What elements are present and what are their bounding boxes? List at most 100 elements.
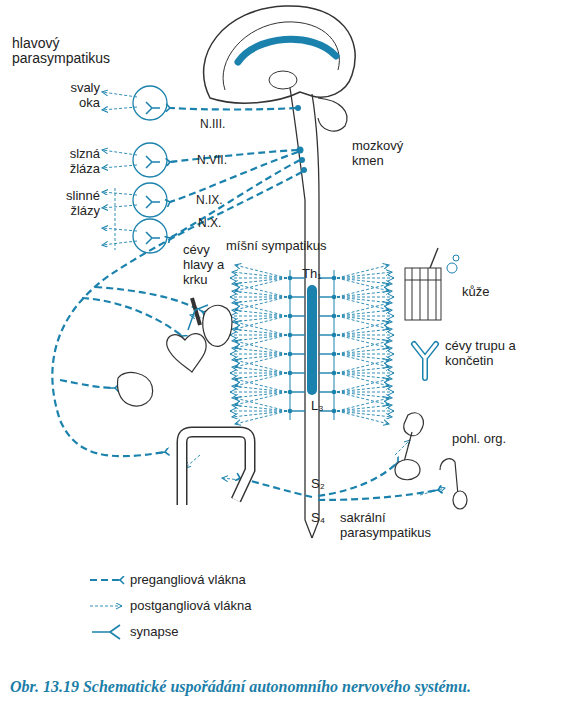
part-label: N.III. [200, 117, 250, 132]
cranial-ganglia [133, 143, 167, 177]
legend-samples [90, 579, 120, 581]
part-label: S₂ [311, 476, 341, 491]
postganglionic-fibers [102, 92, 137, 97]
skin [447, 263, 457, 273]
legend-text: synapse [130, 624, 430, 639]
brain-outline [204, 6, 356, 103]
part-label: míšní sympatikus [226, 238, 356, 253]
sympathetic-fans [230, 303, 305, 329]
stomach [117, 372, 152, 406]
postganglionic-fibers [102, 241, 137, 245]
sympathetic-fans [319, 284, 394, 310]
pelvic-organs [453, 491, 467, 509]
vessel-symbol [414, 344, 436, 378]
sympathetic-fans [319, 322, 394, 348]
colon [182, 432, 250, 505]
part-label: cévy trupu a končetin [445, 338, 535, 368]
sympathetic-fans [319, 360, 394, 386]
sympathetic-fans [230, 341, 305, 367]
cranial-ganglia [133, 219, 167, 253]
preganglionic-fibers [318, 462, 398, 496]
preganglionic-fibers [170, 150, 298, 162]
brain-outline [269, 71, 297, 89]
sympathetic-fans [319, 265, 394, 291]
brain-stem [290, 88, 305, 200]
part-label: S₄ [311, 510, 341, 525]
skin [412, 268, 413, 320]
postganglionic-fibers [102, 107, 137, 110]
part-label: mozkový kmen [352, 138, 422, 168]
pelvic-organs [440, 459, 458, 495]
part-label: sakrální parasympatikus [340, 510, 460, 540]
head-vessel [188, 305, 208, 330]
part-label: hlavový parasympatikus [12, 36, 130, 66]
postganglionic-fibers [102, 165, 137, 168]
brain-stem [312, 94, 319, 200]
skin [405, 248, 459, 320]
ganglion-synapses [146, 102, 160, 244]
sympathetic-fans [230, 322, 305, 348]
skin [430, 248, 438, 268]
brain-stem [290, 88, 319, 200]
part-label: svaly oka [48, 80, 100, 110]
sympathetic-chain [290, 270, 291, 420]
sympathetic-fans [230, 398, 305, 424]
brain-outline [204, 6, 356, 131]
preganglionic-fibers [170, 152, 298, 202]
sympathetic-chain [290, 270, 334, 420]
colon [182, 432, 250, 505]
preganglionic-fibers [95, 287, 203, 312]
sympathetic-fans [319, 303, 394, 329]
sympathetic-fans [319, 379, 394, 405]
part-label: N.X. [198, 216, 248, 231]
head-vessel [188, 305, 208, 330]
colon [182, 432, 250, 505]
part-label: slinné žlázy [48, 188, 100, 218]
sympathetic-fans [230, 265, 394, 424]
sympathetic-column [307, 285, 317, 395]
postganglionic-fibers [102, 150, 137, 155]
ganglion-synapses [146, 102, 160, 114]
preganglionic-fibers [170, 108, 296, 110]
sympathetic-fans [319, 341, 394, 367]
legend-text: pregangliová vlákna [130, 572, 430, 587]
ganglion-synapses [146, 232, 160, 244]
skin [405, 268, 441, 320]
pelvic-organs [395, 413, 467, 509]
salivary-bracket [115, 188, 116, 250]
part-label: pohl. org. [452, 431, 542, 446]
skin [420, 268, 421, 320]
preganglionic-fibers [170, 160, 300, 238]
part-label: slzná žláza [48, 146, 100, 176]
legend-samples [92, 625, 120, 639]
ganglion-synapses [146, 156, 160, 168]
legend-samples [90, 580, 122, 639]
part-label: N.VII. [197, 153, 247, 168]
part-label: kůže [462, 284, 522, 299]
thoracic-organs [192, 298, 200, 325]
cranial-ganglia [133, 183, 167, 217]
vessel-symbol [414, 344, 436, 378]
brain-outline [238, 39, 336, 62]
sympathetic-fans [230, 360, 305, 386]
part-label: N.IX. [196, 193, 246, 208]
preganglionic-fibers [318, 490, 438, 500]
part-label: cévy hlavy a krku [183, 242, 229, 287]
thoracic-organs [167, 298, 232, 372]
preganglionic-fibers [82, 298, 182, 336]
pelvic-organs [404, 413, 423, 436]
skin [453, 255, 459, 261]
brain-outline [223, 22, 339, 90]
preganglionic-fibers [60, 380, 115, 388]
legend-samples [90, 606, 122, 607]
figure-caption: Obr. 13.19 Schematické uspořádání autono… [10, 677, 575, 696]
postganglionic-fibers [102, 205, 137, 208]
sympathetic-fans [319, 398, 394, 424]
pelvic-organs [404, 432, 412, 462]
thoracic-organs [203, 305, 232, 346]
thoracic-organs [167, 334, 206, 372]
skin [436, 268, 437, 320]
postganglionic-fibers [102, 228, 137, 231]
sympathetic-fans [230, 265, 305, 291]
